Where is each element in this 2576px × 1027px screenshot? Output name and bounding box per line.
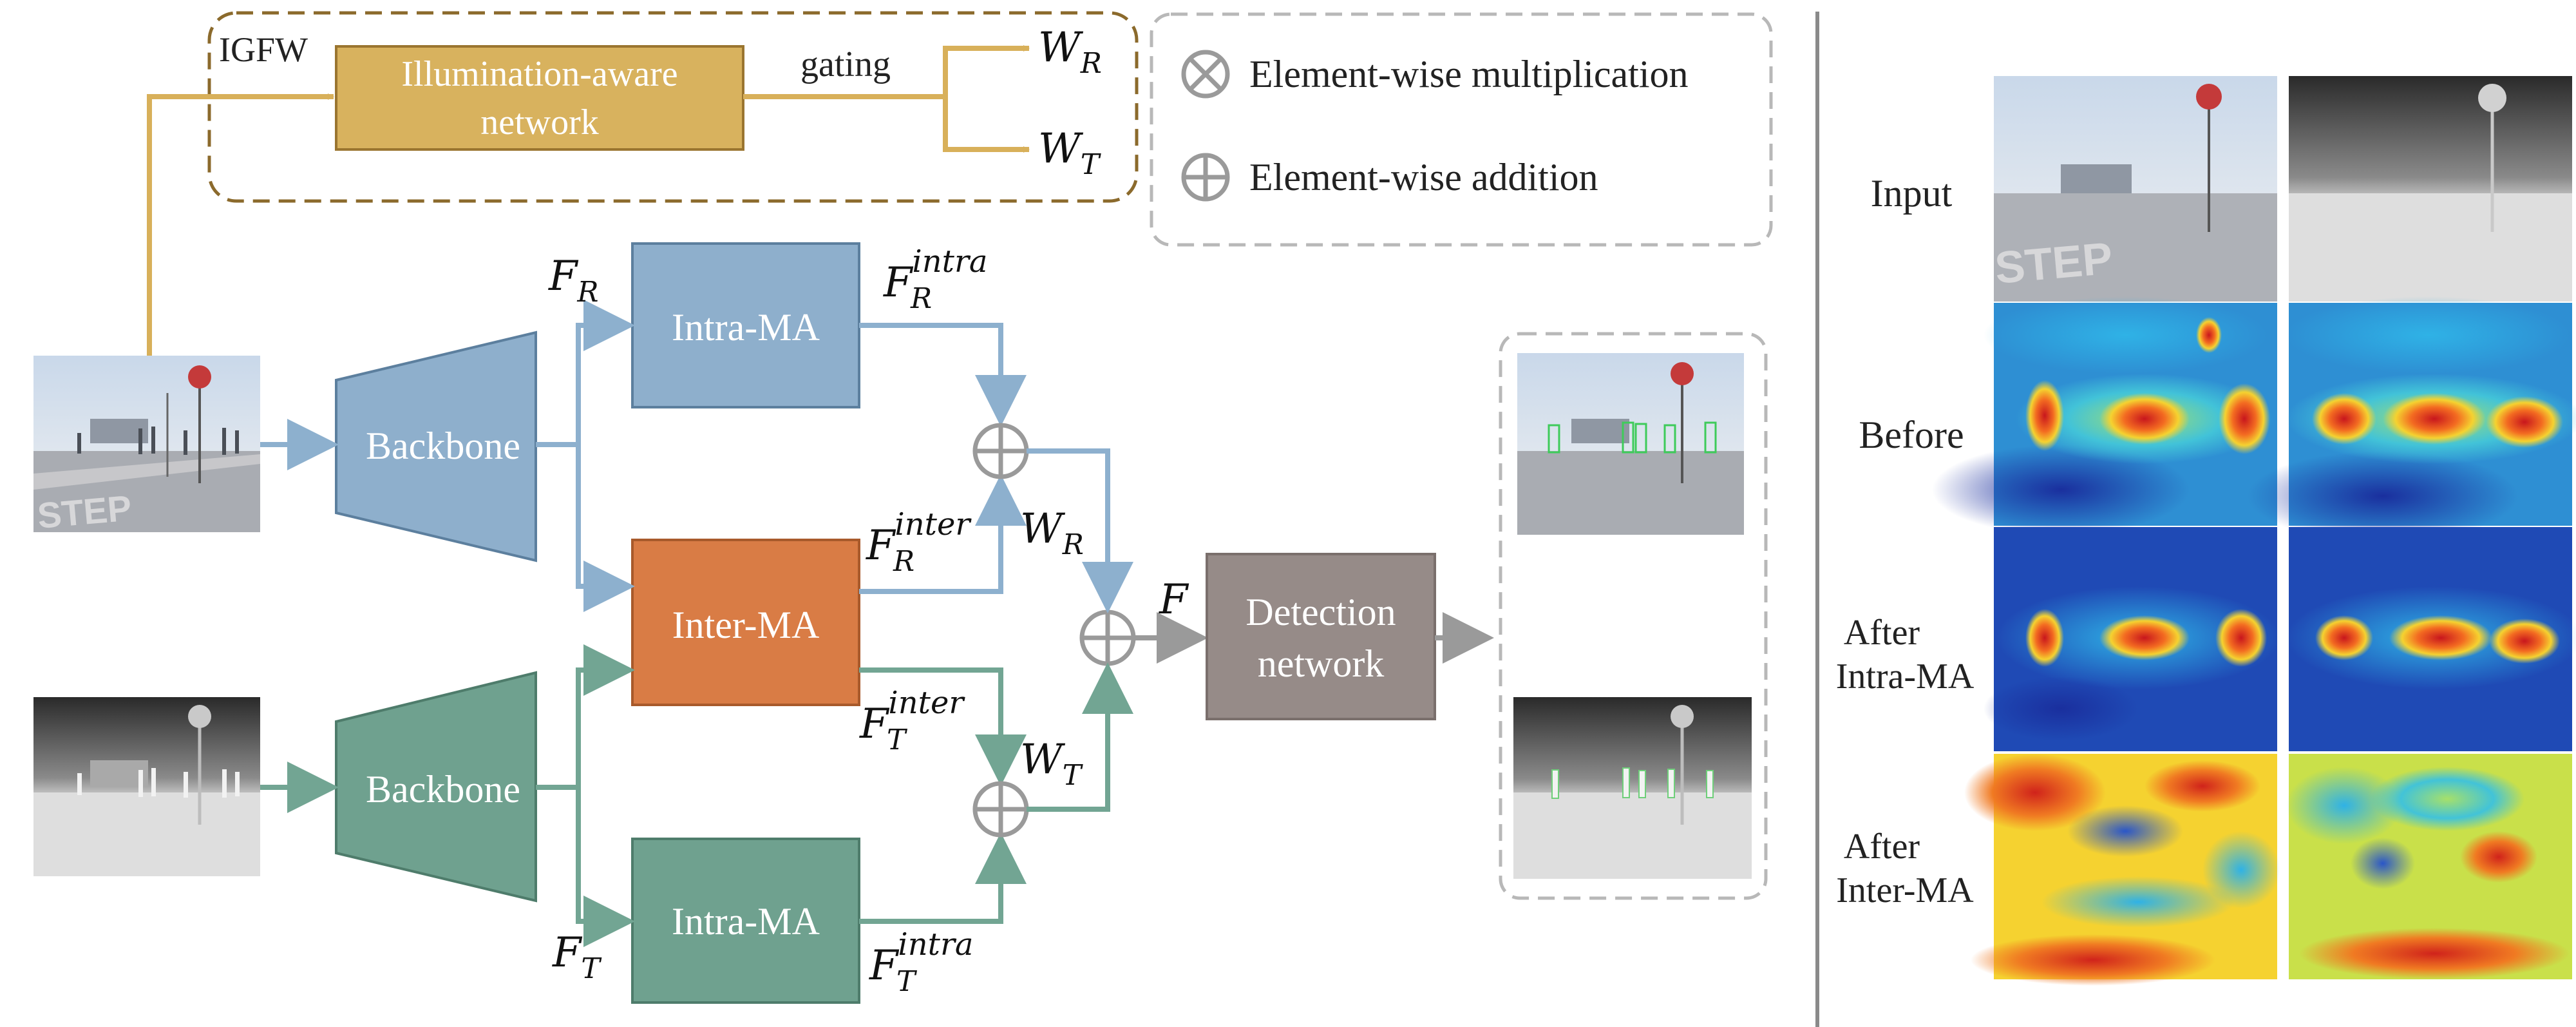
thermal-adder-icon bbox=[972, 781, 1029, 838]
igfw-label: IGFW bbox=[219, 30, 308, 69]
igfw-w-t: WT bbox=[1038, 125, 1102, 181]
heatmap-after-inter-thermal bbox=[2286, 754, 2572, 979]
detection-network bbox=[1206, 553, 1436, 720]
intra-ma-rgb-label: Intra-MA bbox=[672, 306, 820, 349]
panel-input-thermal bbox=[2289, 76, 2572, 302]
heatmap-after-intra-thermal bbox=[2286, 527, 2576, 751]
rgb-to-inter-arrow bbox=[576, 445, 635, 612]
thermal-to-inter-arrow bbox=[576, 644, 635, 787]
rgb-inter-to-adder bbox=[859, 474, 1027, 594]
legend-box bbox=[1150, 12, 1773, 247]
igfw-region bbox=[207, 11, 1139, 203]
svg-text:STEP: STEP bbox=[1993, 233, 2115, 293]
thermal-input-image bbox=[33, 697, 260, 876]
svg-text:STEP: STEP bbox=[36, 487, 133, 536]
row-label-after-intra-1: After bbox=[1844, 613, 1920, 653]
row-label-after-inter-1: After bbox=[1844, 827, 1920, 867]
rgb-adder-icon bbox=[972, 423, 1029, 479]
gating-to-wt-arrow bbox=[943, 97, 1030, 153]
row-label-before: Before bbox=[1859, 414, 1964, 456]
rgb-detection-result-image bbox=[1517, 353, 1744, 535]
heatmap-after-intra-rgb bbox=[1984, 527, 2280, 751]
detection-label-1: Detection bbox=[1245, 591, 1396, 633]
gating-to-wr-arrow bbox=[943, 45, 1030, 97]
illumination-network-label-1: Illumination-aware bbox=[401, 54, 677, 94]
stop-sign-icon bbox=[188, 365, 211, 389]
circled-times-icon bbox=[1181, 50, 1230, 99]
heatmap-before-rgb bbox=[1932, 296, 2277, 535]
input-to-illumination-arrow bbox=[147, 93, 334, 356]
rgb-to-intra-arrow bbox=[576, 300, 635, 445]
thermal-inter-to-adder bbox=[859, 667, 1027, 786]
heatmap-before-thermal bbox=[2248, 296, 2576, 541]
fusion-adder-icon bbox=[1079, 609, 1136, 666]
thermal-intra-to-adder bbox=[859, 832, 1027, 924]
rgb-input-image: STEP bbox=[33, 356, 260, 536]
illumination-network-label-2: network bbox=[480, 102, 599, 142]
circled-plus-icon bbox=[1181, 153, 1230, 202]
heatmap-after-inter-rgb bbox=[1964, 754, 2280, 986]
row-label-after-intra-2: Intra-MA bbox=[1836, 657, 1975, 696]
label-f: F bbox=[1159, 576, 1189, 624]
output-box bbox=[1499, 332, 1768, 900]
label-f-t: FT bbox=[552, 929, 602, 985]
intra-ma-thermal bbox=[631, 838, 860, 1004]
thermal-adder-to-fusion bbox=[1027, 662, 1133, 812]
backbone-thermal-label: Backbone bbox=[366, 768, 520, 811]
backbone-rgb-label: Backbone bbox=[366, 425, 520, 467]
inter-ma-label: Inter-MA bbox=[672, 604, 820, 646]
panel-input-rgb: STEP bbox=[1993, 76, 2277, 302]
label-w-r: WR bbox=[1020, 505, 1084, 561]
gating-label: gating bbox=[800, 44, 891, 84]
row-label-after-inter-2: Inter-MA bbox=[1836, 870, 1974, 910]
row-label-input: Input bbox=[1871, 172, 1953, 215]
intra-ma-thermal-label: Intra-MA bbox=[672, 900, 820, 943]
rgb-intra-to-adder bbox=[859, 323, 1027, 427]
thermal-detection-result-image bbox=[1513, 697, 1752, 879]
legend-addition-label: Element-wise addition bbox=[1249, 156, 1598, 198]
legend-multiplication-label: Element-wise multiplication bbox=[1249, 53, 1689, 95]
label-w-t: WT bbox=[1020, 736, 1084, 792]
intra-ma-rgb bbox=[631, 242, 860, 408]
thermal-to-intra-arrow bbox=[576, 787, 635, 947]
rgb-adder-to-fusion bbox=[1027, 448, 1133, 613]
label-f-r: FR bbox=[548, 253, 599, 309]
igfw-w-r: WR bbox=[1038, 24, 1102, 80]
detection-label-2: network bbox=[1258, 642, 1385, 685]
inter-ma bbox=[631, 539, 860, 706]
